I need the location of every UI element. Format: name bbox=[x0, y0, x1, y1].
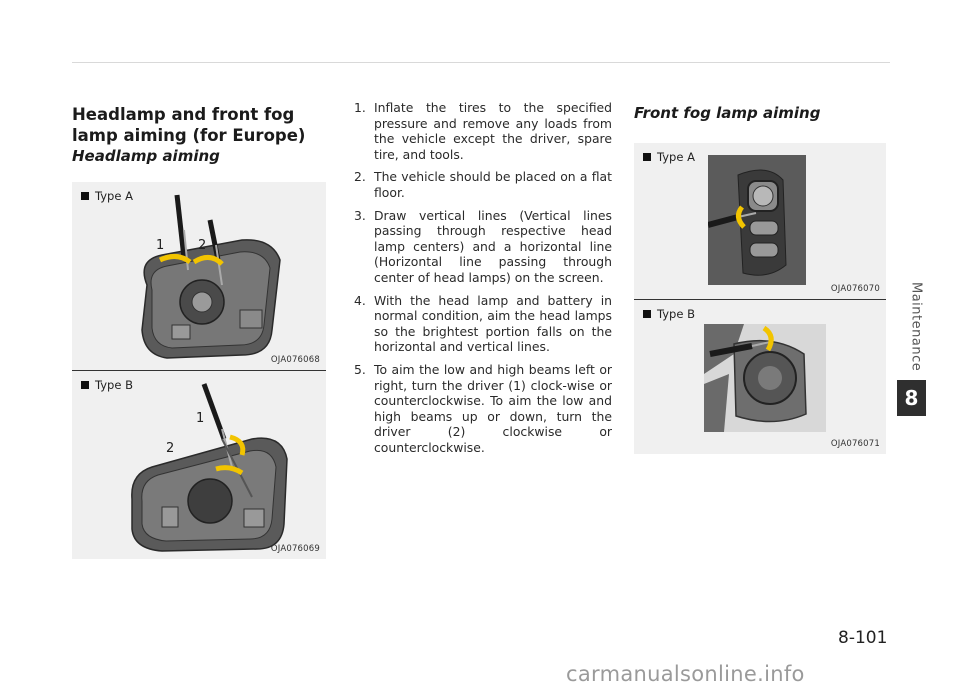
bullet-square-icon bbox=[81, 192, 89, 200]
list-item: 5.To aim the low and high beams left or … bbox=[354, 361, 612, 455]
figure-code: OJA076069 bbox=[270, 544, 320, 554]
bullet-square-icon bbox=[643, 153, 651, 161]
figure-fog-lamp-type-a: Type A OJA076070 bbox=[634, 143, 886, 300]
type-label: Type B bbox=[643, 307, 695, 321]
headlamp-adjust-illustration bbox=[131, 383, 288, 552]
watermark: carmanualsonline.info bbox=[566, 662, 805, 686]
figure-headlamp-type-a: Type A 1 2 OJA076068 bbox=[72, 182, 326, 371]
marker-2: 2 bbox=[198, 238, 207, 253]
marker-2: 2 bbox=[166, 441, 175, 456]
list-item: 3.Draw vertical lines (Vertical lines pa… bbox=[354, 207, 612, 285]
figure-code: OJA076070 bbox=[830, 284, 880, 294]
page-number: 8-101 bbox=[838, 628, 888, 648]
marker-1: 1 bbox=[156, 238, 165, 253]
figure-code: OJA076068 bbox=[270, 355, 320, 365]
figure-fog-lamp-type-b: Type B OJA076071 bbox=[634, 300, 886, 454]
figure-code: OJA076071 bbox=[830, 439, 880, 449]
fog-lamp-adjust-illustration bbox=[708, 155, 806, 285]
headlamp-aiming-heading: Headlamp aiming bbox=[72, 147, 220, 165]
type-label: Type A bbox=[81, 189, 133, 203]
fog-lamp-adjust-illustration bbox=[704, 324, 826, 432]
list-item: 2.The vehicle should be placed on a flat… bbox=[354, 169, 612, 200]
side-tab-label: Maintenance bbox=[908, 282, 924, 372]
headlamp-adjust-illustration bbox=[141, 194, 281, 359]
fog-lamp-aiming-heading: Front fog lamp aiming bbox=[634, 104, 821, 122]
type-label: Type A bbox=[643, 150, 695, 164]
chapter-badge: 8 bbox=[897, 380, 926, 416]
figure-headlamp-type-b: Type B 1 2 OJA076069 bbox=[72, 371, 326, 559]
marker-1: 1 bbox=[196, 411, 205, 426]
list-item: 4.With the head lamp and battery in norm… bbox=[354, 292, 612, 355]
aiming-steps-list: 1.Inflate the tires to the specified pre… bbox=[354, 100, 612, 462]
top-rule bbox=[72, 62, 890, 63]
bullet-square-icon bbox=[643, 310, 651, 318]
bullet-square-icon bbox=[81, 381, 89, 389]
type-label: Type B bbox=[81, 378, 133, 392]
section-title: Headlamp and front fog lamp aiming (for … bbox=[72, 105, 306, 145]
list-item: 1.Inflate the tires to the specified pre… bbox=[354, 100, 612, 162]
